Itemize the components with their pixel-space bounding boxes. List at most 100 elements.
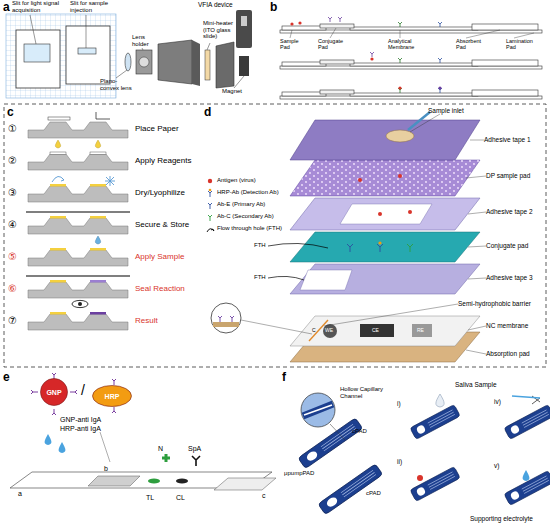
- part-label: N: [158, 445, 163, 453]
- leader-line: [514, 33, 534, 38]
- analyte: [398, 86, 401, 89]
- magnified-view: [213, 322, 239, 327]
- vfia-device: [236, 10, 252, 48]
- paper-device: [504, 405, 550, 440]
- device-platform: [28, 314, 128, 330]
- leader-line: [400, 30, 401, 38]
- antigen: [378, 212, 382, 216]
- part-label: Slit for light signal acquisition: [12, 0, 62, 13]
- drop: [45, 434, 52, 445]
- step-number: ⑦: [8, 315, 17, 326]
- legend-symbol: [208, 215, 212, 221]
- electrode-label: CE: [372, 328, 379, 334]
- part-label: cPAD: [352, 428, 367, 435]
- panel-letter: f: [282, 371, 286, 384]
- part-label: Conjugate pad: [486, 242, 528, 249]
- test-strip: [192, 456, 200, 466]
- lateral-flow-strip: [280, 22, 542, 99]
- paper-pad: [50, 280, 66, 283]
- paper-pad: [48, 117, 70, 120]
- sample-drop: [417, 475, 423, 481]
- layer: [290, 198, 480, 230]
- part-label: Adhesive tape 1: [484, 136, 531, 143]
- antigen: [408, 210, 412, 214]
- cover-line: [26, 211, 130, 213]
- paper-pad: [96, 112, 110, 119]
- node-text: HRP: [105, 393, 120, 400]
- drop: [95, 140, 100, 148]
- cover-line: [26, 212, 130, 276]
- dry-arrow: [105, 176, 115, 186]
- antibody: [347, 244, 353, 252]
- test-strip: [176, 479, 188, 484]
- step-label: Apply Sample: [135, 253, 184, 262]
- leader-line: [468, 246, 486, 247]
- test-strip: [88, 476, 140, 486]
- part-label: Lens holder: [132, 34, 160, 47]
- part-label: Plano-convex lens: [100, 78, 134, 91]
- part-label: FTH: [254, 274, 266, 281]
- analyte: [438, 86, 441, 89]
- part-label: Sample Pad: [280, 38, 304, 50]
- step-number: ⑤: [8, 251, 17, 262]
- legend-symbol: [207, 179, 214, 232]
- paper-pad: [50, 184, 66, 187]
- part-label: DP sample pad: [486, 172, 530, 179]
- paper-pad: [50, 216, 66, 219]
- paper-pad: [50, 248, 66, 251]
- antibody-conjugate: [31, 390, 38, 394]
- test-strip: [214, 478, 276, 490]
- dashed-frame: [4, 104, 546, 367]
- fth-arrow: [268, 276, 304, 280]
- paper-card: [24, 44, 50, 62]
- leader-line: [290, 30, 292, 38]
- part-label: Saliva Sample: [455, 381, 497, 388]
- part-label: v): [494, 462, 499, 469]
- dry-arrow: [61, 178, 64, 181]
- layer: [290, 112, 480, 362]
- paper-device: [304, 405, 332, 415]
- layer: [290, 120, 480, 160]
- layer: [340, 204, 432, 224]
- drop: [45, 434, 66, 453]
- layer: [300, 270, 352, 290]
- layer: [290, 160, 480, 196]
- eye-icon: [72, 300, 88, 307]
- part-label: Absorbent Pad: [456, 38, 486, 50]
- layer: [290, 160, 480, 196]
- legend-symbol: [208, 191, 212, 197]
- layer: [386, 130, 414, 142]
- part-label: NC membrane: [486, 322, 528, 329]
- part-label: Analytical Membrane: [388, 38, 432, 50]
- step-number: ②: [8, 155, 17, 166]
- leader-line: [116, 70, 127, 78]
- eye-icon: [78, 302, 82, 306]
- antibody-conjugate: [52, 373, 56, 379]
- enzyme-ellipse: HRP: [92, 385, 132, 407]
- antibody: [407, 244, 413, 252]
- layer: [290, 264, 480, 294]
- legend-symbol: [209, 189, 212, 192]
- paper-device: [318, 464, 383, 515]
- device-exploded: [216, 42, 234, 88]
- drop: [55, 140, 60, 148]
- step-label: Result: [135, 317, 158, 326]
- part-label: HRP-anti IgA: [60, 425, 101, 433]
- vfia-device: [236, 10, 252, 48]
- fth-arrow: [268, 243, 328, 280]
- panel-letter: a: [3, 1, 10, 14]
- panel-letter: c: [7, 106, 14, 119]
- test-strip: [10, 432, 276, 490]
- step-label: Apply Reagents: [135, 157, 191, 166]
- antibody-conjugate: [112, 407, 116, 413]
- paper-device: [303, 404, 333, 416]
- leader-line: [466, 176, 486, 178]
- device-exploded: [205, 50, 210, 80]
- dry-arrow: [52, 176, 64, 182]
- lateral-flow-strip: [280, 58, 542, 69]
- step-number: ①: [8, 123, 17, 134]
- paper-card: [66, 26, 110, 84]
- layer: [290, 232, 480, 262]
- paper-pad: [90, 184, 106, 187]
